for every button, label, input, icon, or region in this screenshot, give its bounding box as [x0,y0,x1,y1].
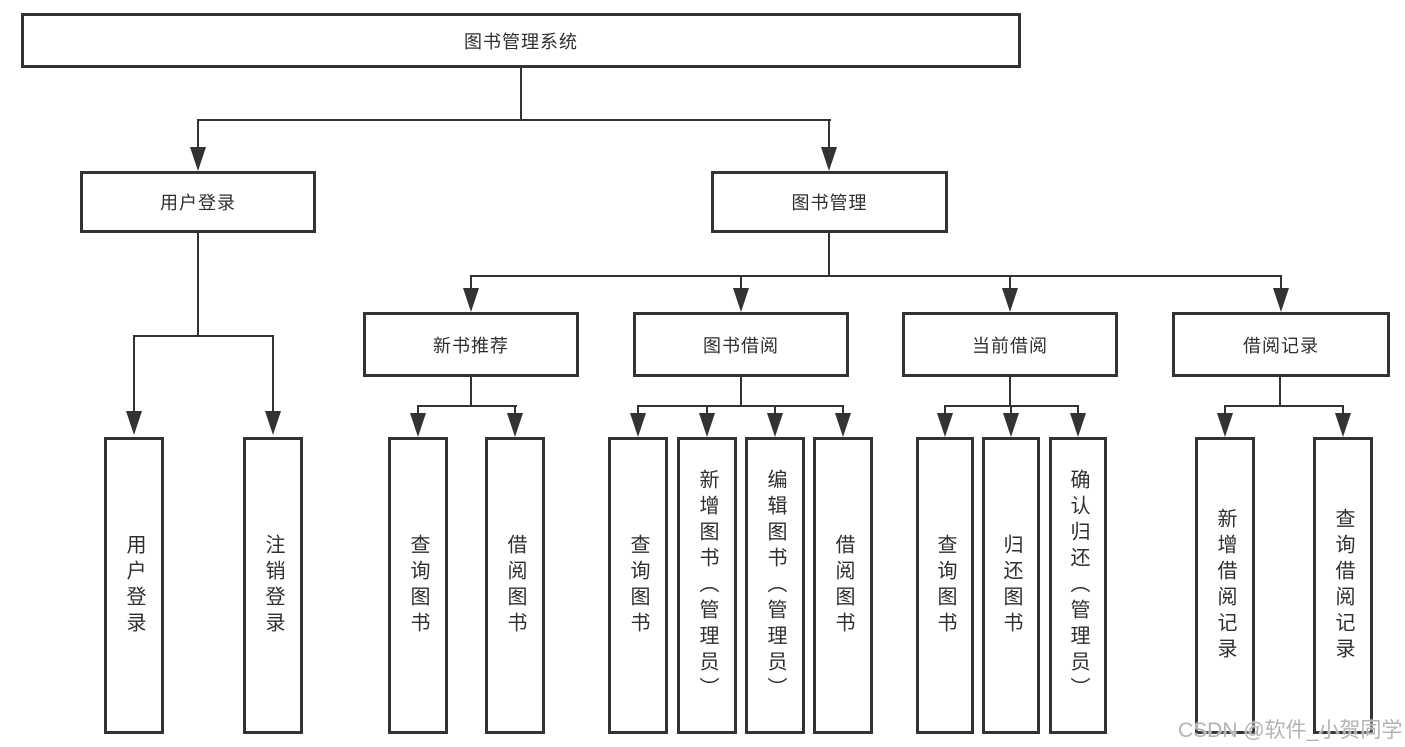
arrow-down-icon [1273,288,1289,312]
leaf-add-borrow-record: 新增借阅记录 [1195,437,1255,734]
node-label: 新书推荐 [433,335,509,356]
node-label: 用户登录 [123,533,145,638]
connector-line [1010,405,1012,415]
leaf-query-books-current: 查询图书 [916,437,974,734]
arrow-down-icon [1335,413,1351,437]
arrow-down-icon [630,413,646,437]
node-label: 注销登录 [262,533,284,638]
connector-line [417,405,419,415]
connector-line [470,275,1282,277]
node-label: 图书管理 [791,193,868,213]
connector-line [1224,405,1344,407]
arrow-down-icon [937,413,953,437]
csdn-watermark: CSDN @软件_小贺同学 [1178,719,1403,742]
node-new-book-recommend: 新书推荐 [363,312,579,377]
connector-line [706,405,708,415]
connector-line [470,275,472,291]
connector-line [1224,405,1226,415]
connector-line [197,119,831,121]
node-label: 图书管理系统 [464,31,578,52]
node-label: 查询图书 [407,533,429,638]
connector-line [740,275,742,291]
node-label: 借阅图书 [832,533,854,638]
connector-line [470,377,472,407]
node-label: 确认归还（管理员） [1067,468,1089,703]
connector-line [197,119,199,151]
node-current-borrowing: 当前借阅 [902,312,1118,377]
connector-line [740,377,742,407]
node-borrowing-records: 借阅记录 [1172,312,1390,377]
connector-line [417,405,517,407]
leaf-query-borrow-record: 查询借阅记录 [1313,437,1373,734]
node-label: 图书借阅 [703,335,779,356]
node-label: 借阅记录 [1243,335,1319,356]
connector-line [133,335,274,337]
leaf-edit-book-admin: 编辑图书（管理员） [745,437,805,734]
arrow-down-icon [767,413,783,437]
arrow-down-icon [835,413,851,437]
arrow-down-icon [1002,288,1018,312]
node-label: 新增图书（管理员） [696,468,718,703]
connector-line [1009,377,1011,407]
leaf-borrow-book: 借阅图书 [813,437,873,734]
node-label: 归还图书 [1000,533,1022,638]
connector-line [842,405,844,415]
node-library-management-system: 图书管理系统 [21,13,1021,68]
connector-line [828,119,830,151]
node-label: 查询借阅记录 [1332,507,1354,664]
arrow-down-icon [1217,413,1233,437]
arrow-down-icon [190,147,206,171]
connector-line [774,405,776,415]
connector-line [133,335,135,413]
connector-line [637,405,844,407]
connector-line [1280,275,1282,291]
arrow-down-icon [410,413,426,437]
leaf-return-book: 归还图书 [982,437,1040,734]
leaf-add-book-admin: 新增图书（管理员） [677,437,737,734]
node-user-login: 用户登录 [80,171,316,233]
connector-line [514,405,516,415]
arrow-down-icon [126,411,142,435]
connector-line [637,405,639,415]
node-label: 用户登录 [160,193,236,213]
node-label: 借阅图书 [504,533,526,638]
leaf-confirm-return-admin: 确认归还（管理员） [1049,437,1107,734]
leaf-query-books-recommend: 查询图书 [388,437,448,734]
arrow-down-icon [821,147,837,171]
node-label: 当前借阅 [972,335,1048,356]
leaf-query-books-borrow: 查询图书 [608,437,668,734]
node-book-management: 图书管理 [711,171,948,233]
connector-line [944,405,946,415]
arrow-down-icon [507,413,523,437]
leaf-user-login: 用户登录 [104,437,164,734]
arrow-down-icon [733,288,749,312]
connector-line [1077,405,1079,415]
arrow-down-icon [463,288,479,312]
connector-line [197,233,199,337]
node-label: 查询图书 [627,533,649,638]
connector-line [1279,377,1281,407]
node-label: 新增借阅记录 [1214,507,1236,664]
connector-line [828,233,830,277]
arrow-down-icon [1070,413,1086,437]
leaf-logout: 注销登录 [243,437,303,734]
arrow-down-icon [265,411,281,435]
connector-line [520,68,522,120]
node-label: 查询图书 [934,533,956,638]
arrow-down-icon [699,413,715,437]
connector-line [1342,405,1344,415]
arrow-down-icon [1003,413,1019,437]
node-label: 编辑图书（管理员） [764,468,786,703]
connector-line [272,335,274,413]
leaf-borrow-books-recommend: 借阅图书 [485,437,545,734]
connector-line [1009,275,1011,291]
node-book-borrowing: 图书借阅 [633,312,849,377]
